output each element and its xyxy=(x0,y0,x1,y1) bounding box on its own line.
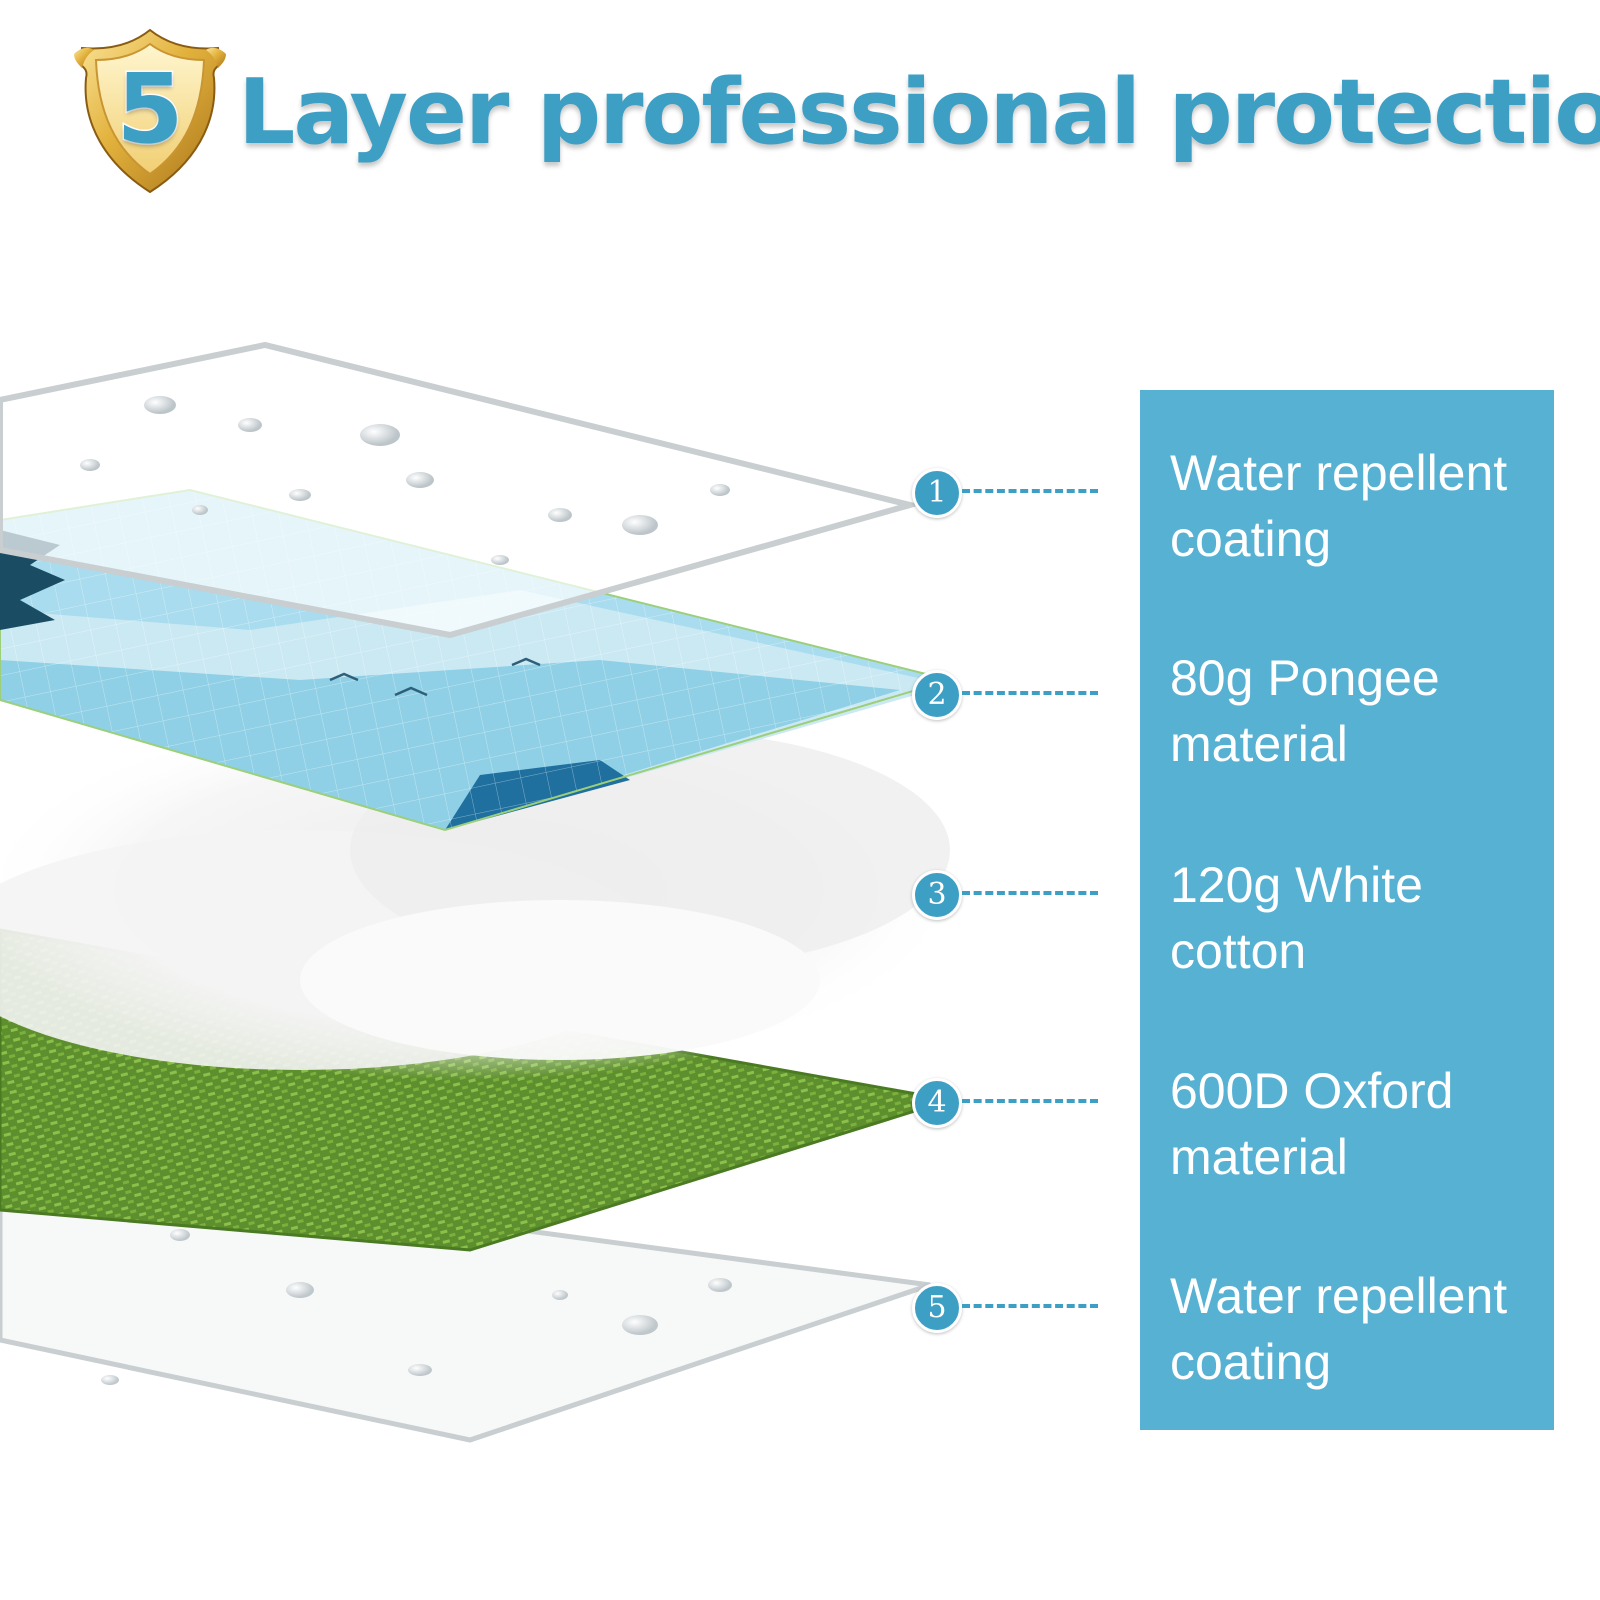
layer-label-3: 120g White cotton xyxy=(1170,857,1423,979)
dashed-line xyxy=(962,489,1098,493)
shield-icon xyxy=(74,28,226,194)
header: 5 Layer professional protection xyxy=(0,0,1600,230)
dashed-line xyxy=(962,691,1098,695)
layer-connector-3: 3 xyxy=(912,870,1112,920)
layer-label-5: Water repellent coating xyxy=(1170,1268,1508,1390)
layer-label-4: 600D Oxford material xyxy=(1170,1063,1454,1185)
layer-label-2: 80g Pongee material xyxy=(1170,650,1440,772)
layer-label-panel: Water repellent coating 80g Pongee mater… xyxy=(1140,390,1554,1430)
layer-marker-1: 1 xyxy=(912,468,962,518)
layer-connector-1: 1 xyxy=(912,468,1112,518)
layer-marker-3: 3 xyxy=(912,870,962,920)
dashed-line xyxy=(962,1099,1098,1103)
layer-label-1: Water repellent coating xyxy=(1170,445,1508,567)
badge-number: 5 xyxy=(115,53,185,166)
page-title: Layer professional protection xyxy=(237,59,1600,166)
layer-connector-2: 2 xyxy=(912,670,1112,720)
layer-marker-4: 4 xyxy=(912,1078,962,1128)
layers-illustration xyxy=(0,330,980,1480)
layer-marker-2: 2 xyxy=(912,670,962,720)
layer-marker-5: 5 xyxy=(912,1283,962,1333)
layer-connector-4: 4 xyxy=(912,1078,1112,1128)
shield-badge: 5 xyxy=(70,24,230,199)
dashed-line xyxy=(962,891,1098,895)
layer-connector-5: 5 xyxy=(912,1283,1112,1333)
dashed-line xyxy=(962,1304,1098,1308)
